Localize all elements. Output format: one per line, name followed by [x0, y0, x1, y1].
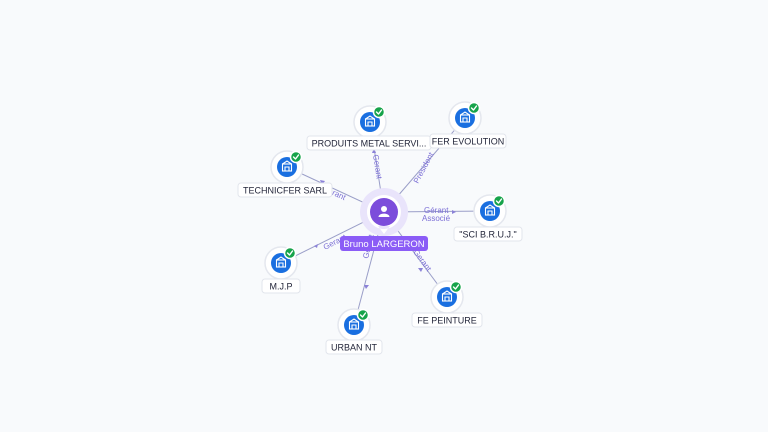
person-node[interactable]: [360, 188, 408, 236]
company-node-fer-evolution[interactable]: [448, 101, 482, 135]
company-node-produits-metal[interactable]: [353, 105, 387, 139]
verified-check-icon: [449, 280, 463, 294]
building-icon: [364, 115, 376, 127]
arrow-fe-peinture: [418, 268, 423, 272]
company-label-fer-evolution[interactable]: FER EVOLUTION: [432, 137, 505, 147]
company-node-sci-bruj[interactable]: [473, 194, 507, 228]
company-labels: PRODUITS METAL SERVI... FER EVOLUTION TE…: [237, 133, 523, 355]
company-label-mjp[interactable]: M.J.P: [269, 282, 292, 292]
company-label-urban-nt[interactable]: URBAN NT: [331, 343, 378, 353]
building-icon: [441, 290, 453, 302]
company-label-technicfer[interactable]: TECHNICFER SARL: [243, 186, 327, 196]
person-label-box: [340, 236, 428, 251]
building-icon: [484, 204, 496, 216]
company-node-technicfer[interactable]: [270, 150, 304, 184]
relation-label-fe-peinture: Gerant: [411, 248, 433, 274]
company-label-fe-peinture[interactable]: FE PEINTURE: [417, 316, 477, 326]
arrow-mjp: [314, 244, 318, 248]
arrow-sci-bruj: [452, 210, 456, 214]
person-icon: [378, 206, 390, 217]
company-node-urban-nt[interactable]: [337, 308, 371, 342]
relation-label-fer-evolution: President: [412, 150, 436, 185]
edge-arrows: [314, 148, 456, 289]
building-icon: [281, 160, 293, 172]
relation-label-sci-bruj-2: Associé: [422, 214, 451, 223]
person-label[interactable]: Bruno LARGERON: [343, 239, 424, 250]
company-label-sci-bruj[interactable]: "SCI B.R.U.J.": [459, 230, 516, 240]
verified-check-icon: [492, 194, 506, 208]
building-icon: [275, 256, 287, 268]
verified-check-icon: [283, 246, 297, 260]
company-node-fe-peinture[interactable]: [430, 280, 464, 314]
relation-label-sci-bruj-1: Gérant: [424, 206, 449, 215]
relation-label-produits-metal: Gerant: [371, 154, 384, 180]
verified-check-icon: [467, 101, 481, 115]
building-icon: [348, 318, 360, 330]
company-node-mjp[interactable]: [264, 246, 298, 280]
verified-check-icon: [289, 150, 303, 164]
company-label-produits-metal[interactable]: PRODUITS METAL SERVI...: [312, 139, 427, 149]
building-icon: [459, 111, 471, 123]
verified-check-icon: [356, 308, 370, 322]
arrow-urban-nt: [364, 285, 369, 289]
verified-check-icon: [372, 105, 386, 119]
